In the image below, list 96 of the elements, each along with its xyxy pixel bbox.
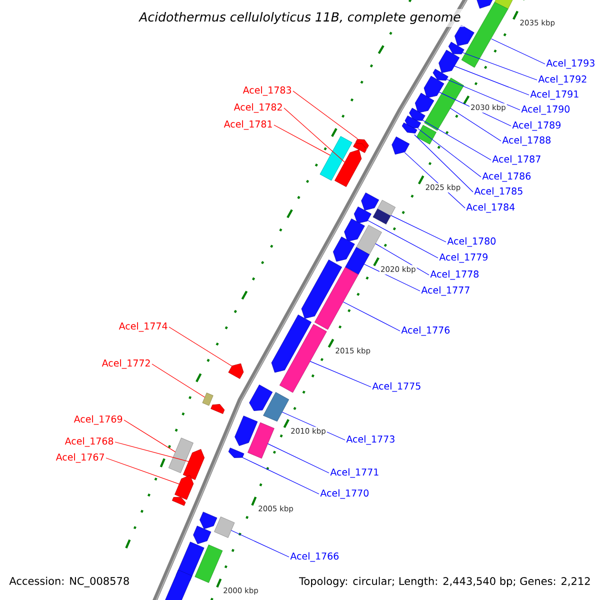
gene-block [344, 218, 365, 242]
gene-block [234, 416, 258, 446]
leader-line [124, 420, 176, 452]
gene-block [172, 496, 186, 506]
gene-label: Acel_1776 [401, 326, 450, 336]
gene-block [356, 224, 382, 255]
gene-block [202, 392, 214, 406]
gene-label: Acel_1784 [466, 203, 515, 213]
gene-block [271, 314, 312, 373]
gene-block [354, 206, 372, 224]
gene-block [320, 136, 352, 181]
gene-block [228, 448, 244, 458]
gene-label: Acel_1783 [242, 86, 292, 96]
gene-block [461, 2, 508, 68]
gene-block [248, 422, 274, 459]
leader-line [367, 220, 438, 258]
leader-line [274, 124, 331, 156]
gene-block [414, 92, 434, 114]
gene-label: Acel_1773 [346, 435, 394, 445]
gene-block [182, 449, 205, 480]
gene-label: Acel_1781 [224, 120, 272, 130]
leader-line [450, 108, 502, 142]
gene-block [448, 42, 464, 54]
gene-label: Acel_1768 [64, 437, 114, 447]
gene-block [361, 192, 380, 211]
leader-line [342, 302, 400, 332]
gene-label: Acel_1793 [546, 59, 594, 69]
leader-line [168, 326, 232, 366]
gene-block [432, 68, 448, 81]
leader-line [114, 442, 189, 462]
gene-label: Acel_1792 [538, 75, 586, 85]
gene-label: Acel_1786 [482, 172, 531, 182]
gene-block [263, 392, 290, 422]
gene-label: Acel_1791 [530, 90, 578, 100]
leader-line [422, 120, 492, 160]
gene-block [334, 149, 362, 187]
gene-label: Acel_1777 [421, 286, 470, 296]
gene-block [392, 136, 410, 155]
leader-line [414, 134, 474, 192]
leader-line [375, 243, 430, 276]
gene-block [409, 108, 426, 121]
gene-label: Acel_1769 [74, 415, 122, 425]
gene-block [193, 526, 212, 544]
gene-block [228, 363, 244, 379]
gene-label: Acel_1770 [320, 489, 369, 499]
leader-line [292, 90, 358, 140]
gene-block [214, 516, 235, 538]
gene-label: Acel_1782 [234, 103, 282, 113]
gene-block [162, 570, 192, 600]
leader-line [152, 364, 206, 398]
gene-block [345, 247, 370, 275]
gene-block [301, 260, 342, 319]
gene-label: Acel_1785 [474, 187, 522, 197]
gene-block [333, 236, 355, 262]
accession-text: Accession: NC_008578 [9, 576, 129, 588]
gene-label: Acel_1780 [447, 237, 496, 247]
leader-line [418, 128, 482, 178]
gene-label: Acel_1790 [521, 105, 570, 115]
gene-block [372, 200, 396, 224]
leader-line [446, 78, 520, 110]
leader-line [230, 530, 290, 558]
leader-line [390, 215, 446, 242]
leader-line [462, 52, 538, 80]
leader-line [106, 458, 180, 484]
gene-block [194, 544, 223, 583]
gene-block [200, 512, 218, 530]
gene-label: Acel_1771 [330, 468, 378, 478]
gene-block [424, 78, 464, 131]
gene-block [416, 124, 436, 144]
leader-line [242, 457, 320, 494]
leader-line [364, 264, 420, 292]
gene-block [404, 116, 422, 129]
leader-line [310, 361, 372, 388]
gene-label: Acel_1766 [290, 552, 339, 562]
gene-label: Acel_1774 [118, 322, 168, 332]
gene-label: Acel_1787 [492, 155, 540, 165]
gene-block [353, 143, 367, 153]
leader-line [454, 66, 530, 96]
leader-line [267, 443, 330, 474]
gene-label: Acel_1779 [439, 253, 488, 263]
gene-block [402, 122, 418, 134]
gene-label: Acel_1767 [56, 453, 104, 463]
leader-line [284, 108, 346, 163]
gene-label: Acel_1788 [502, 136, 551, 146]
title: Acidothermus cellulolyticus 11B, complete genome [136, 8, 464, 28]
gene-block [249, 384, 273, 411]
gene-label: Acel_1789 [512, 121, 560, 131]
gene-label: Acel_1772 [102, 359, 150, 369]
gene-label: Acel_1775 [372, 382, 420, 392]
genome-info-text: Topology: circular; Length: 2,443,540 bp; Genes: 2,212 [299, 576, 590, 588]
gene-block [210, 404, 225, 414]
gene-block [168, 438, 194, 474]
gene-block [314, 267, 359, 330]
leader-line [491, 38, 546, 64]
gene-label: Acel_1778 [430, 270, 479, 280]
gene-block [279, 324, 327, 393]
